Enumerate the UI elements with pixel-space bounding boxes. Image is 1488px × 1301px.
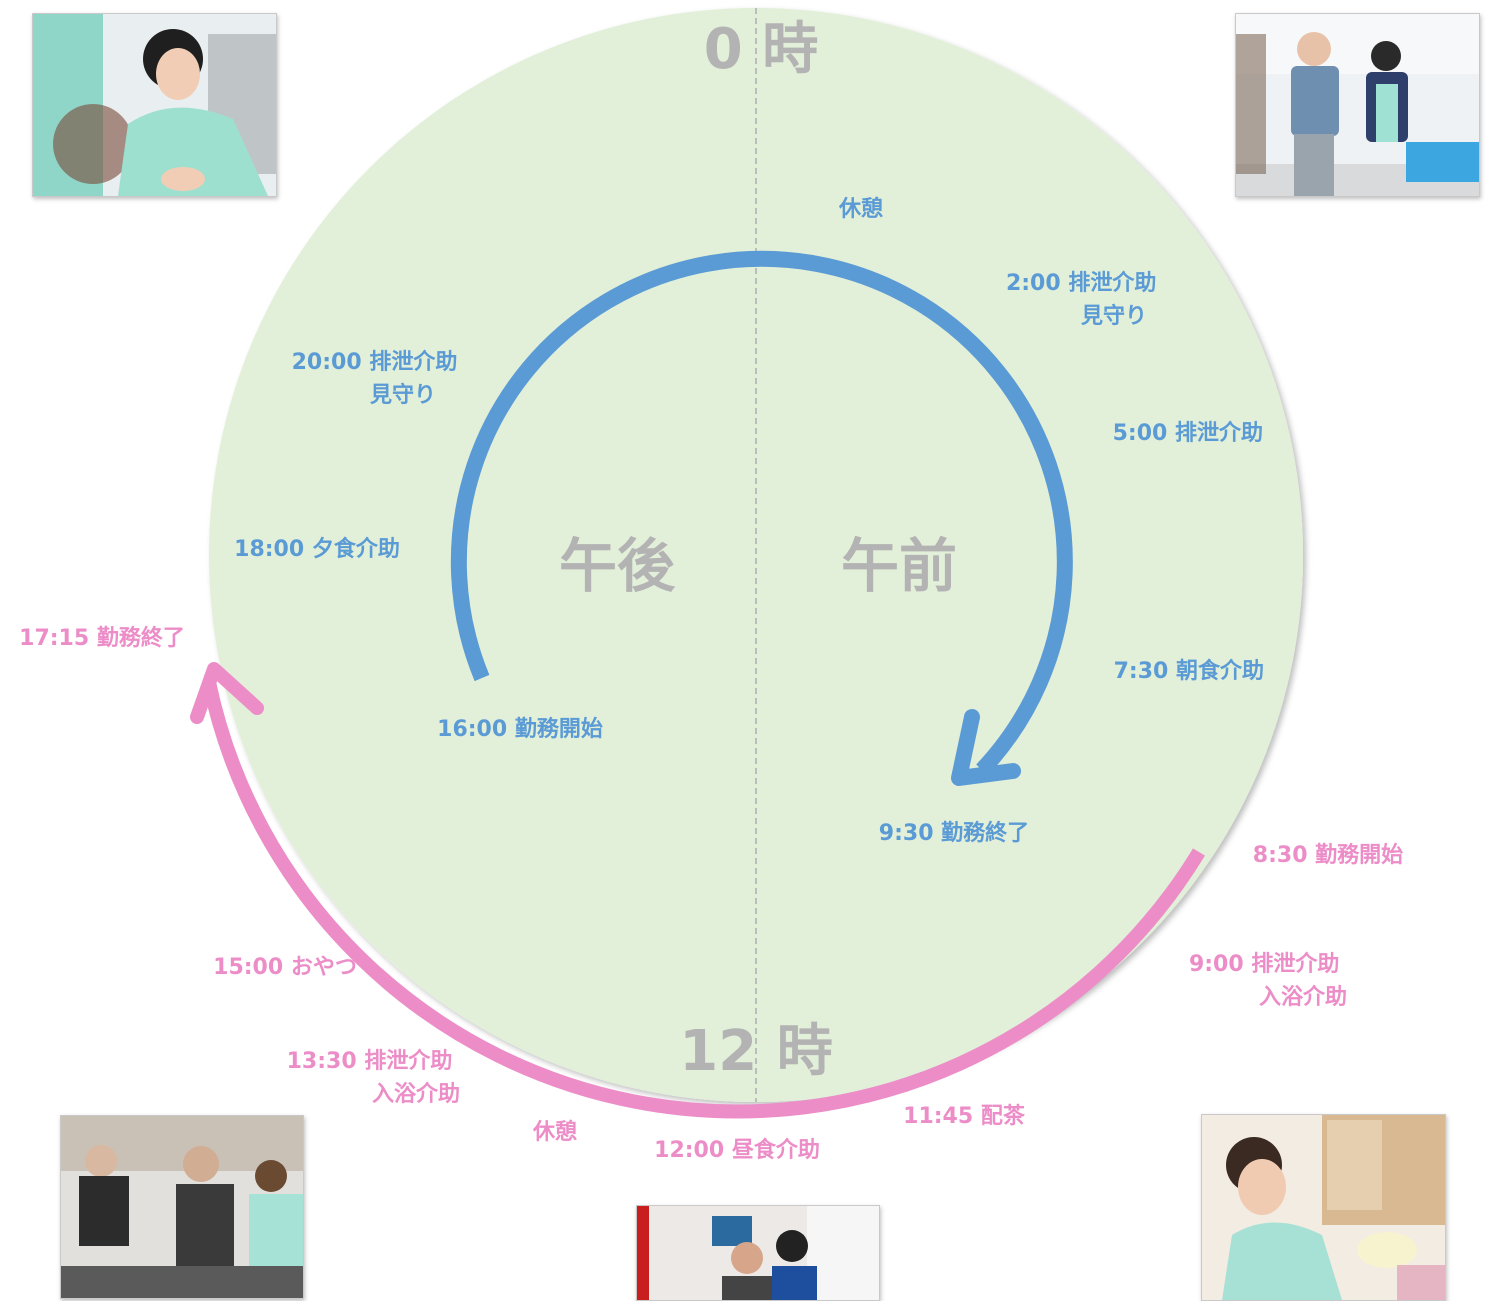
caregiver-smiling-bedside-icon: [1202, 1115, 1445, 1300]
nurse-assisting-resident-icon: [33, 14, 276, 196]
night-event: 16:00 勤務開始: [437, 716, 603, 742]
night-shift-arc: [450, 250, 1073, 776]
clock-face: [209, 8, 1303, 1102]
day-event: 12:00 昼食介助: [654, 1137, 820, 1163]
day-event: 8:30 勤務開始: [1253, 842, 1403, 868]
pm-label: 午後: [559, 532, 676, 600]
night-event: 20:00 排泄介助 見守り: [292, 349, 465, 408]
staff-helping-resident-icon: [637, 1206, 879, 1300]
caregiver-walking-with-resident-icon: [1236, 14, 1479, 196]
day-event: 休憩: [532, 1119, 577, 1145]
night-event: 7:30 朝食介助: [1114, 658, 1264, 684]
day-event: 13:30 排泄介助 入浴介助: [287, 1048, 460, 1107]
night-event: 休憩: [838, 196, 883, 222]
clock-top-label: 0 時: [704, 17, 818, 82]
am-label: 午前: [841, 532, 957, 600]
day-shift-arc: [202, 680, 1205, 1119]
caregivers-with-wheelchair-residents-icon: [61, 1116, 303, 1298]
day-shift-arrowhead-icon: [190, 662, 264, 724]
night-event: 18:00 夕食介助: [234, 536, 400, 562]
day-event: 17:15 勤務終了: [19, 625, 185, 651]
day-event: 15:00 おやつ: [213, 955, 357, 980]
photo-bottom-right: [1201, 1114, 1446, 1301]
clock-bottom-label: 12 時: [679, 1019, 832, 1084]
day-event: 9:00 排泄介助 入浴介助: [1189, 951, 1347, 1010]
photo-top-right: [1235, 13, 1480, 197]
night-shift-arrowhead-icon: [951, 709, 1021, 786]
photo-bottom-left: [60, 1115, 304, 1299]
day-event: 11:45 配茶: [903, 1104, 1026, 1129]
night-event: 5:00 排泄介助: [1113, 420, 1263, 446]
photo-top-left: [32, 13, 277, 197]
night-event: 9:30 勤務終了: [879, 820, 1029, 846]
night-event: 2:00 排泄介助 見守り: [1006, 270, 1164, 329]
